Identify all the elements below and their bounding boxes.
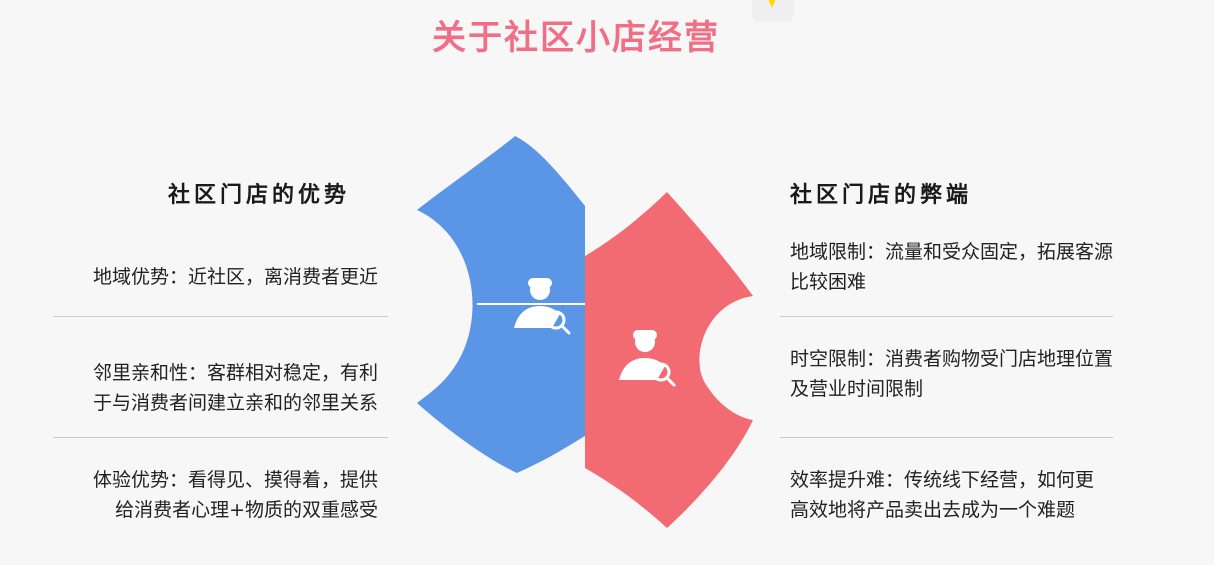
advantage-line: 邻里亲和性：客群相对稳定，有利 (92, 362, 378, 384)
disadvantage-item: 地域限制：流量和受众固定，拓展客源 比较困难 (790, 237, 1210, 297)
disadvantage-item: 效率提升难：传统线下经营，如何更 高效地将产品卖出去成为一个难题 (790, 465, 1210, 525)
corner-badge (752, 0, 794, 22)
user-search-icon (514, 278, 571, 335)
sparkle-icon (766, 0, 778, 8)
advantage-item: 邻里亲和性：客群相对稳定，有利 于与消费者间建立亲和的邻里关系 (18, 358, 378, 418)
disadvantages-puzzle-piece (585, 192, 753, 528)
divider (780, 316, 1113, 317)
puzzle-graphic (417, 136, 753, 528)
disadvantage-line: 高效地将产品卖出去成为一个难题 (790, 499, 1076, 521)
advantage-line: 地域优势：近社区，离消费者更近 (92, 266, 378, 288)
disadvantage-line: 地域限制：流量和受众固定，拓展客源 (790, 241, 1114, 263)
divider (53, 316, 388, 317)
disadvantage-line: 效率提升难：传统线下经营，如何更 (790, 469, 1095, 491)
disadvantages-heading: 社区门店的弊端 (790, 183, 973, 208)
divider (780, 437, 1113, 438)
advantage-line: 给消费者心理+物质的双重感受 (115, 499, 378, 521)
disadvantage-line: 比较困难 (790, 271, 867, 293)
advantages-heading: 社区门店的优势 (168, 183, 351, 208)
page-title: 关于社区小店经营 (432, 18, 720, 58)
disadvantage-line: 时空限制：消费者购物受门店地理位置 (790, 348, 1114, 370)
disadvantage-line: 及营业时间限制 (790, 378, 924, 400)
advantage-line: 于与消费者间建立亲和的邻里关系 (92, 392, 378, 414)
disadvantage-item: 时空限制：消费者购物受门店地理位置 及营业时间限制 (790, 344, 1210, 404)
divider (53, 437, 388, 438)
advantage-line: 体验优势：看得见、摸得着，提供 (92, 469, 378, 491)
user-search-icon (619, 330, 676, 387)
advantage-item: 地域优势：近社区，离消费者更近 (18, 262, 378, 292)
advantage-item: 体验优势：看得见、摸得着，提供 给消费者心理+物质的双重感受 (18, 465, 378, 525)
